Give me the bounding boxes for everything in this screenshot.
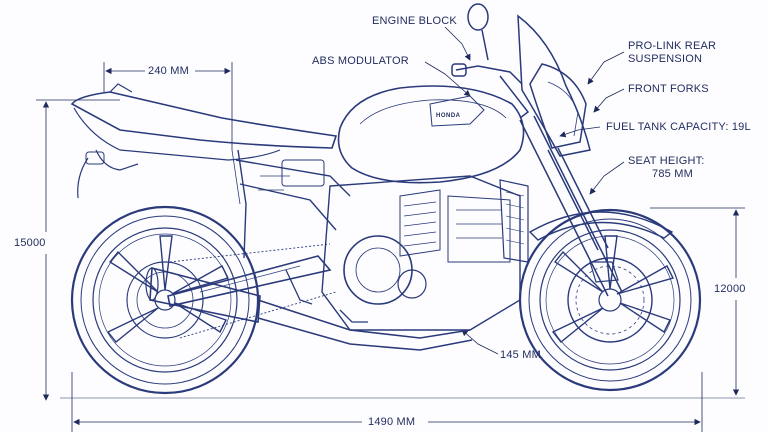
tail-light [95,149,139,171]
dimension-lines [36,62,745,432]
handlebar [451,3,530,119]
callout-pro-link-line2: SUSPENSION [628,53,703,65]
seat [70,91,338,149]
brake-caliper [589,261,619,283]
exhaust [145,266,473,351]
rear-hugger [77,157,89,199]
rear-brake-disc [126,261,204,339]
clutch-lever [499,75,530,119]
dimension-front-height: 12000 [714,283,746,295]
swingarm [167,255,332,307]
leader-fuel-tank [559,126,601,138]
cylinder-block [399,189,441,257]
rear-shock [237,149,247,259]
callout-seat-height-line1: SEAT HEIGHT: [628,155,705,167]
rear-indicator [85,151,105,165]
frame [231,149,351,259]
tank-badge [429,95,485,127]
fuel-tank [337,85,525,184]
radiator [499,179,529,263]
rear-wheel [70,205,260,395]
callout-front-forks: FRONT FORKS [628,83,709,95]
front-forks [519,115,623,297]
leader-lines [424,26,625,355]
leader-abs-modulator [424,61,471,97]
callout-pro-link-line1: PRO-LINK REAR [628,40,717,52]
leader-pro-link [587,51,625,85]
callout-abs-modulator: ABS MODULATOR [312,55,409,67]
mirror [467,3,489,31]
alternator-cover [397,269,427,299]
front-fender [528,211,674,241]
callout-seat-height-line2: 785 MM [652,168,693,180]
dimension-overall-height: 15000 [14,237,46,249]
cooling-fins [403,201,437,247]
drive-chain [169,243,337,339]
headlight [529,63,587,149]
callout-fuel-tank: FUEL TANK CAPACITY: 19L [606,121,751,133]
front-wheel [518,208,702,392]
handlebar-grip [451,63,467,77]
seat-tail [70,83,338,199]
leader-engine-block [444,26,471,61]
front-fairing [517,14,591,157]
side-cover [281,159,325,187]
engine [321,175,521,331]
dimension-seat-length: 240 MM [148,65,189,77]
abs-unit [447,195,511,263]
front-brake-disc [567,257,653,343]
callout-engine-block: ENGINE BLOCK [372,15,457,27]
dimension-overall-length: 1490 MM [368,416,416,428]
tail-fairing [73,107,281,161]
tank-brand-mark: HONDA [436,113,461,119]
leader-front-forks [593,88,625,113]
muffler [149,266,261,323]
footpegs [285,269,368,323]
leader-seat-height [589,161,625,195]
header-pipe [257,299,471,339]
leader-ground-clearance [461,329,499,355]
dimension-ground-clearance: 145 MM [500,349,541,361]
